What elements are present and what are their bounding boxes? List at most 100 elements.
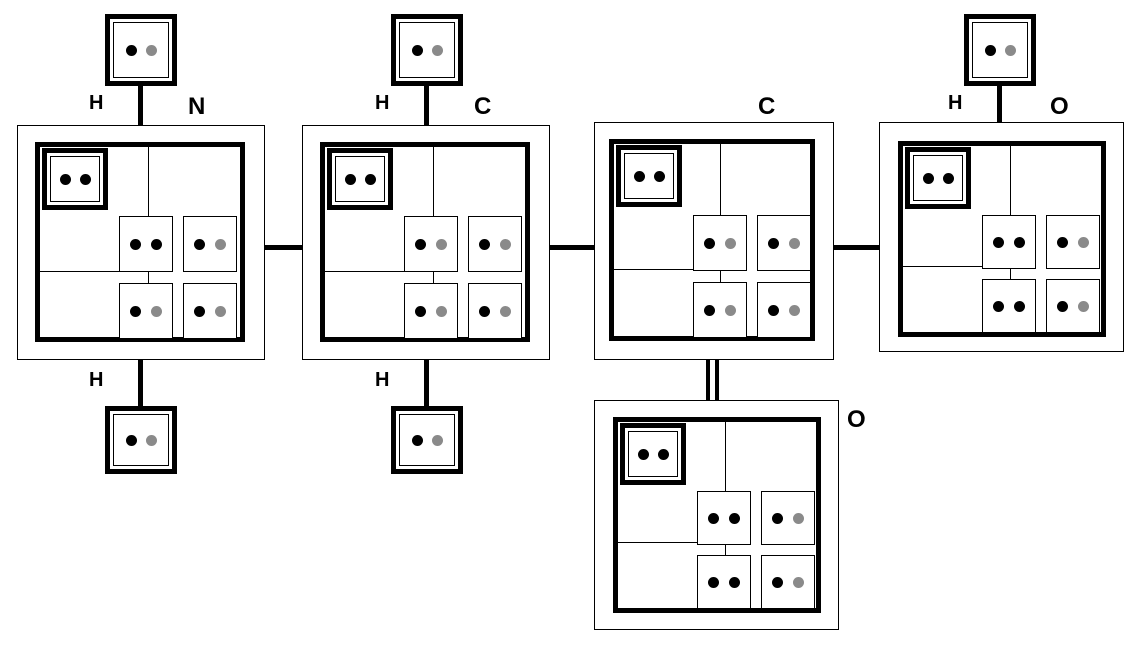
- electron-shared: [1004, 44, 1016, 56]
- bond-h4-c1: [424, 360, 429, 410]
- electron-own: [479, 238, 490, 250]
- electron-own: [151, 238, 162, 250]
- core-1s-orbital-c2: [616, 145, 682, 207]
- bond-c2-o2-line-a: [706, 360, 710, 402]
- electron-own: [704, 237, 715, 249]
- electron-shared: [215, 305, 226, 317]
- electron-own: [708, 512, 719, 524]
- electron-shared: [725, 237, 736, 249]
- electron-own: [1014, 236, 1025, 248]
- hydrogen-1s-orbital-h2: [399, 22, 455, 78]
- electron-own: [729, 576, 740, 588]
- atom-label-h4: H: [375, 369, 390, 391]
- orbital-lower-left-n1: [119, 283, 173, 339]
- hydrogen-1s-orbital-h1: [113, 22, 169, 78]
- electron-own: [125, 434, 137, 446]
- orbital-lower-left-c2: [693, 282, 747, 338]
- electron-own: [708, 576, 719, 588]
- electron-own: [657, 448, 669, 460]
- core-1s-inner-n1: [50, 156, 100, 202]
- hydrogen-atom-h2[interactable]: [391, 14, 463, 86]
- hydrogen-atom-h4[interactable]: [391, 406, 463, 474]
- electron-shared: [1078, 236, 1089, 248]
- orbital-upper-left-o1: [982, 215, 1036, 269]
- electron-own: [59, 173, 71, 185]
- atom-oxygen-o1[interactable]: [879, 122, 1124, 352]
- atom-label-h1: H: [89, 92, 104, 114]
- bond-h2-c1: [424, 84, 429, 126]
- electron-own: [364, 173, 376, 185]
- orbital-upper-left-c2: [693, 215, 747, 271]
- electron-own: [768, 304, 779, 316]
- electron-own: [194, 238, 205, 250]
- electron-own: [194, 305, 205, 317]
- electron-own: [1014, 300, 1025, 312]
- electron-own: [479, 305, 490, 317]
- electron-shared: [1078, 300, 1089, 312]
- orbital-lower-right-n1: [183, 283, 237, 339]
- atom-label-h3: H: [89, 369, 104, 391]
- electron-own: [79, 173, 91, 185]
- bond-h3-n1: [138, 360, 143, 410]
- electron-own: [984, 44, 996, 56]
- electron-own: [1057, 236, 1068, 248]
- shell-row-divider-n1: [35, 271, 148, 272]
- electron-own: [993, 236, 1004, 248]
- atom-nitrogen-n1[interactable]: [17, 125, 265, 360]
- shell-row-divider-c1: [320, 271, 433, 272]
- electron-own: [411, 44, 423, 56]
- electron-shared: [436, 305, 447, 317]
- atom-label-h5: H: [948, 92, 963, 114]
- electron-own: [729, 512, 740, 524]
- electron-own: [130, 305, 141, 317]
- orbital-upper-left-c1: [404, 216, 458, 272]
- core-1s-orbital-n1: [42, 148, 108, 210]
- electron-shared: [431, 434, 443, 446]
- orbital-upper-right-n1: [183, 216, 237, 272]
- orbital-upper-right-c2: [757, 215, 811, 271]
- electron-own: [637, 448, 649, 460]
- electron-own: [993, 300, 1004, 312]
- electron-own: [942, 172, 954, 184]
- atom-oxygen-o2[interactable]: [594, 400, 839, 630]
- atom-carbon-c1[interactable]: [302, 125, 550, 360]
- core-1s-orbital-o2: [620, 423, 686, 485]
- shell-row-divider-o1: [898, 266, 1010, 267]
- orbital-lower-right-o2: [761, 555, 815, 609]
- electron-shared: [500, 305, 511, 317]
- bond-c1-c2: [549, 245, 594, 250]
- orbital-lower-left-o2: [697, 555, 751, 609]
- core-1s-inner-o1: [913, 155, 963, 201]
- atom-label-o2: O: [847, 406, 866, 433]
- hydrogen-1s-orbital-h3: [113, 414, 169, 466]
- electron-shared: [145, 434, 157, 446]
- bond-n1-c1: [263, 245, 303, 250]
- hydrogen-atom-h3[interactable]: [105, 406, 177, 474]
- electron-own: [344, 173, 356, 185]
- core-1s-inner-c1: [335, 156, 385, 202]
- hydrogen-atom-h1[interactable]: [105, 14, 177, 86]
- electron-shared: [789, 304, 800, 316]
- electron-own: [653, 170, 665, 182]
- electron-shared: [725, 304, 736, 316]
- atom-carbon-c2[interactable]: [594, 122, 834, 360]
- electron-shared: [145, 44, 157, 56]
- electron-own: [922, 172, 934, 184]
- hydrogen-atom-h5[interactable]: [964, 14, 1036, 86]
- electron-own: [772, 576, 783, 588]
- orbital-upper-right-o1: [1046, 215, 1100, 269]
- shell-row-divider-c2: [609, 269, 720, 270]
- hydrogen-1s-orbital-h5: [972, 22, 1028, 78]
- bond-c2-o1: [834, 245, 879, 250]
- bond-c2-o2-line-b: [715, 360, 719, 402]
- atom-label-c1: C: [474, 93, 492, 120]
- atom-label-c2: C: [758, 93, 776, 120]
- electron-own: [411, 434, 423, 446]
- core-1s-orbital-c1: [327, 148, 393, 210]
- electron-own: [1057, 300, 1068, 312]
- electron-own: [704, 304, 715, 316]
- electron-shared: [215, 238, 226, 250]
- orbital-lower-left-o1: [982, 279, 1036, 333]
- core-1s-inner-c2: [624, 153, 674, 199]
